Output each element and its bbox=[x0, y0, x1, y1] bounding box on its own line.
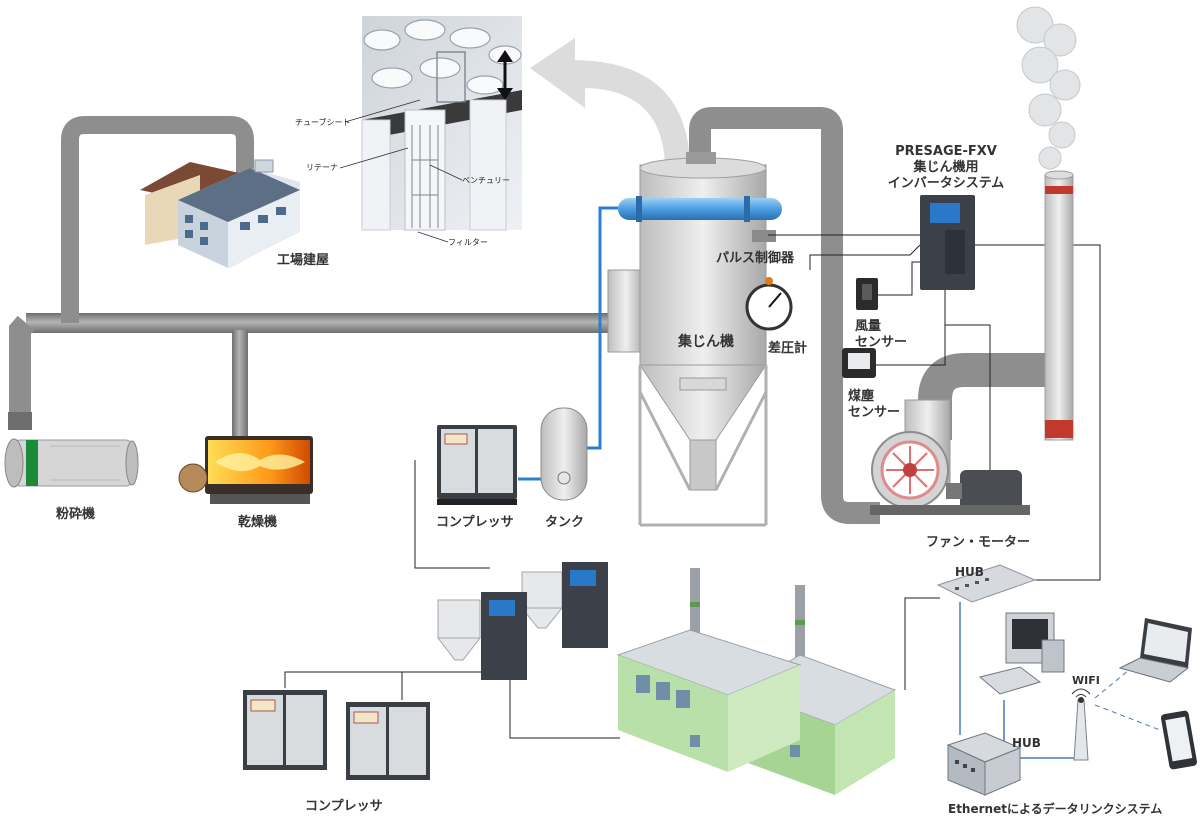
pulse-controller-label: パルス制御器 bbox=[716, 250, 795, 266]
tank-label: タンク bbox=[545, 515, 584, 530]
fan-motor: ファン・モーター bbox=[870, 399, 1030, 550]
detail-arrow bbox=[530, 38, 690, 170]
green-factory-buildings bbox=[616, 568, 897, 795]
inverter-panels-bottom bbox=[481, 562, 608, 680]
dust-collector-label: 集じん機 bbox=[677, 333, 734, 350]
tablet bbox=[1160, 710, 1198, 770]
venturi-label: ベンチュリー bbox=[462, 176, 510, 185]
network-hub-bottom: HUB bbox=[946, 732, 1041, 796]
soot-sensor-label-2: センサー bbox=[848, 405, 900, 420]
system-title-line2: 集じん機用 bbox=[912, 159, 978, 175]
collector-inlet bbox=[607, 269, 645, 353]
pulverizer: 粉砕機 bbox=[4, 412, 139, 522]
compressors-bottom: コンプレッサ bbox=[243, 690, 430, 814]
burner-icon bbox=[178, 463, 208, 493]
fan-motor-label: ファン・モーター bbox=[926, 535, 1030, 550]
differential-pressure-gauge: 差圧計 bbox=[745, 277, 807, 356]
pulse-header-pipe bbox=[618, 198, 782, 220]
air-tank: タンク bbox=[540, 407, 588, 530]
up-arrow-icon bbox=[497, 50, 513, 62]
fan-outlet-duct bbox=[918, 353, 1050, 440]
compressor-top-label: コンプレッサ bbox=[436, 515, 514, 530]
desktop-pc bbox=[978, 612, 1065, 695]
retainer-cage bbox=[411, 125, 439, 228]
tube-sheet-label: チューブシート bbox=[295, 117, 351, 127]
diff-pressure-label: 差圧計 bbox=[768, 340, 807, 356]
soot-sensor-label-1: 煤塵 bbox=[848, 388, 874, 404]
retainer-label: リテーナ bbox=[306, 163, 338, 172]
motor-body bbox=[960, 470, 1022, 512]
airflow-sensor-label-2: センサー bbox=[855, 335, 907, 350]
down-arrow-icon bbox=[497, 88, 513, 100]
network-hub-top: HUB bbox=[936, 564, 1037, 603]
laptop bbox=[1118, 618, 1192, 683]
pulverizer-duct bbox=[8, 315, 35, 420]
filter-label: フィルター bbox=[448, 238, 488, 247]
dust-collector-units-bottom bbox=[436, 571, 564, 661]
dryer-label: 乾燥機 bbox=[238, 514, 277, 530]
hub-bottom-label: HUB bbox=[1012, 736, 1041, 750]
compressor-top: コンプレッサ bbox=[436, 425, 517, 530]
hub-top-label: HUB bbox=[955, 565, 984, 579]
airflow-sensor: 風量 センサー bbox=[855, 278, 907, 350]
dryer-duct bbox=[232, 330, 248, 440]
factory-building-label: 工場建屋 bbox=[277, 252, 329, 268]
outlet-duct bbox=[689, 107, 880, 524]
wifi-router: WIFI bbox=[1071, 674, 1100, 761]
pulverizer-flange bbox=[26, 440, 38, 486]
system-title-line3: インバータシステム bbox=[888, 176, 1005, 191]
main-duct bbox=[26, 313, 616, 333]
pulverizer-label: 粉砕機 bbox=[56, 506, 95, 522]
venturi-cage-top bbox=[436, 51, 466, 103]
dryer: 乾燥機 bbox=[178, 436, 313, 530]
soot-sensor: 煤塵 センサー bbox=[842, 348, 900, 420]
filter-bag bbox=[404, 109, 446, 231]
wifi-signal-lines bbox=[1094, 664, 1161, 731]
chimney-stack bbox=[1016, 6, 1081, 441]
dust-collector: 集じん機 パルス制御器 bbox=[607, 152, 795, 527]
inverter-panel: PRESAGE-FXV 集じん機用 インバータシステム bbox=[888, 144, 1005, 290]
inverter-display bbox=[930, 203, 960, 223]
ethernet-caption: Ethernetによるデータリンクシステム bbox=[948, 801, 1162, 816]
factory-building: 工場建屋 bbox=[140, 159, 329, 268]
smoke-plume bbox=[1016, 6, 1081, 170]
pulse-controller bbox=[752, 230, 776, 242]
control-wiring bbox=[768, 234, 1101, 581]
wifi-label: WIFI bbox=[1072, 674, 1100, 687]
keyboard-icon bbox=[978, 666, 1042, 695]
airflow-sensor-label-1: 風量 bbox=[855, 319, 881, 334]
wifi-icon bbox=[1071, 688, 1091, 698]
factory-duct bbox=[61, 116, 254, 323]
filter-detail-inset: チューブシート リテーナ ベンチュリー フィルター bbox=[295, 16, 522, 247]
compressor-bottom-label: コンプレッサ bbox=[305, 799, 383, 814]
system-title-line1: PRESAGE-FXV bbox=[895, 144, 997, 159]
